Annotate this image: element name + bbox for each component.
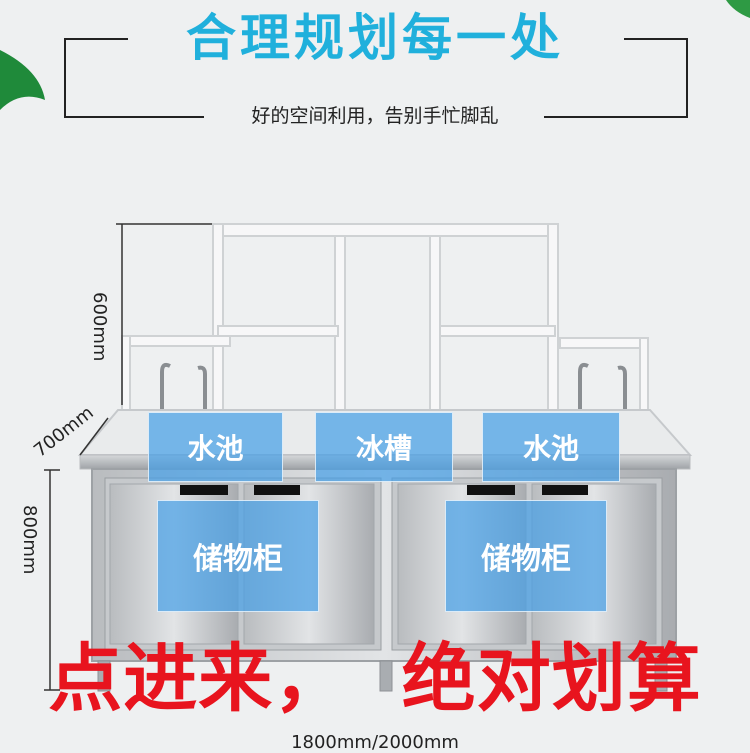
page-title: 合理规划每一处 — [186, 9, 564, 67]
page-subtitle: 好的空间利用，告别手忙脚乱 — [251, 105, 499, 127]
label-cabinet-left: 储物柜 — [157, 500, 319, 612]
promo-banner: 点进来， 绝对划算 — [48, 636, 702, 722]
label-sink-left: 水池 — [148, 412, 283, 482]
leaf-decoration-right — [726, 0, 750, 18]
header-frame-bottom-right — [544, 116, 688, 118]
label-cabinet-right: 储物柜 — [445, 500, 607, 612]
dimension-shelf-height: 600mm — [89, 292, 110, 362]
label-sink-right: 水池 — [482, 412, 620, 482]
header-frame-top-left — [64, 38, 128, 40]
leaf-decoration — [0, 50, 45, 110]
dimension-width: 1800mm/2000mm — [291, 732, 459, 753]
header-frame-right — [686, 38, 688, 118]
header-frame-bottom-left — [64, 116, 204, 118]
dimension-cabinet-height: 800mm — [19, 505, 40, 575]
label-ice-trough: 冰槽 — [315, 412, 453, 482]
header-frame-left — [64, 38, 66, 118]
header-frame-top-right — [624, 38, 688, 40]
